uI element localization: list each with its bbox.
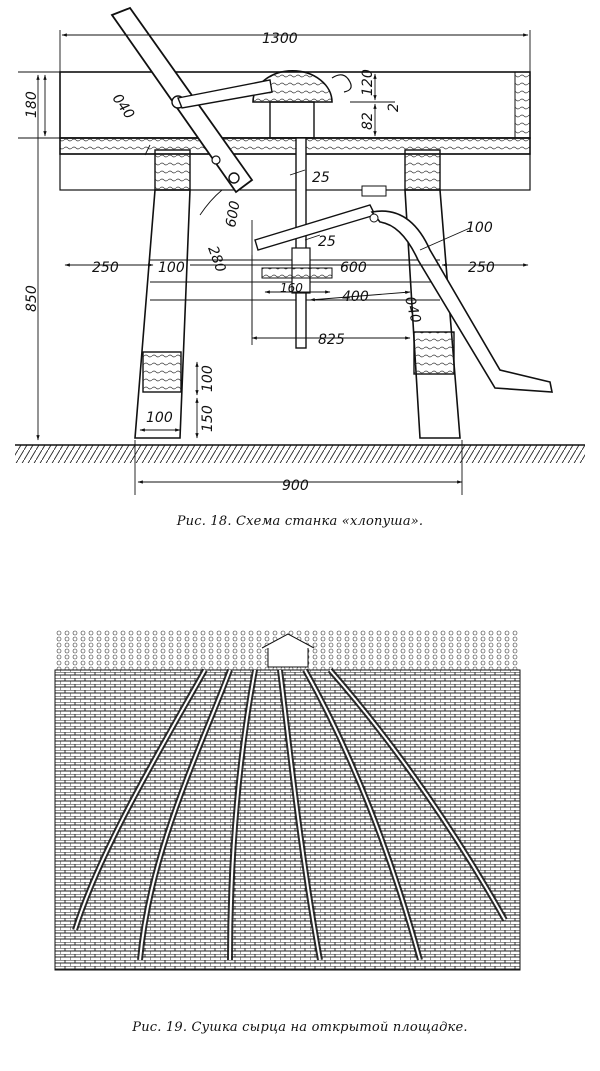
- dim-850: 850: [24, 285, 40, 312]
- dim-100-left: 100: [158, 260, 185, 276]
- dim-82: 82: [360, 112, 376, 130]
- dim-825: 825: [318, 332, 345, 348]
- dim-600-horiz: 600: [340, 260, 367, 276]
- dim-160: 160: [280, 281, 303, 295]
- dim-25-mid: 25: [318, 234, 336, 250]
- chute: [254, 185, 553, 393]
- dim-600-diag: 600: [223, 200, 243, 229]
- dim-100-block: 100: [200, 365, 216, 392]
- dim-2: 2: [386, 103, 402, 112]
- drying-field-scene: [54, 630, 521, 971]
- dim-280: 280: [204, 244, 228, 275]
- dim-1300: 1300: [262, 31, 298, 47]
- dim-120: 120: [360, 69, 376, 96]
- dim-150: 150: [200, 405, 216, 432]
- dim-250-right: 250: [468, 260, 495, 276]
- dim-040-lever: 040: [109, 91, 137, 122]
- dim-900: 900: [282, 478, 309, 494]
- dim-100-chute: 100: [466, 220, 493, 236]
- ground-hatch: [15, 444, 585, 463]
- lever-arm: [110, 6, 273, 194]
- dim-180: 180: [24, 91, 40, 118]
- dim-25-top: 25: [312, 170, 330, 186]
- dim-250-left: 250: [92, 260, 119, 276]
- dim-040-lower: 040: [401, 295, 423, 325]
- dim-400: 400: [342, 289, 369, 305]
- figure-18-schematic: 1300 180 120 2 82 040 040 25 25 280 600 …: [0, 0, 600, 500]
- dim-100-foot: 100: [146, 410, 173, 426]
- figure-19-caption: Рис. 19. Сушка сырца на открытой площадк…: [132, 1020, 468, 1035]
- dimension-lines: [18, 30, 531, 495]
- dimension-labels: 1300 180 120 2 82 040 040 25 25 280 600 …: [24, 31, 495, 494]
- figure-19-illustration: [0, 630, 600, 980]
- figure-18-caption: Рис. 18. Схема станка «хлопуша».: [176, 514, 424, 529]
- drum-wheel: [252, 70, 352, 349]
